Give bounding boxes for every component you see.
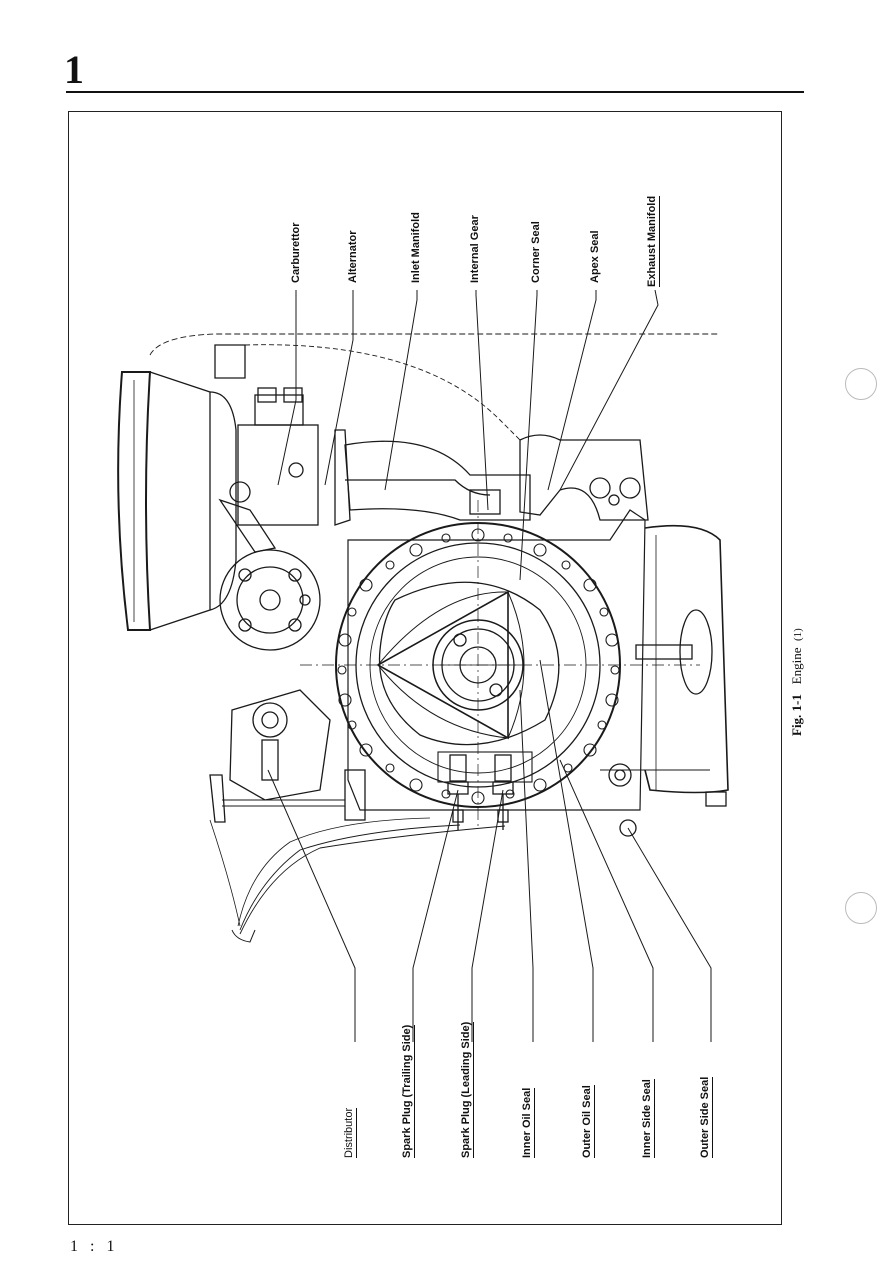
label-spark-plug-trailing: Spark Plug (Trailing Side) bbox=[401, 1024, 415, 1158]
figure-subtitle: (1) bbox=[792, 628, 804, 642]
punch-hole-upper bbox=[845, 368, 877, 400]
label-internal-gear: Internal Gear bbox=[469, 215, 481, 283]
label-outer-side-seal: Outer Side Seal bbox=[699, 1076, 713, 1158]
label-inner-side-seal: Inner Side Seal bbox=[641, 1079, 655, 1158]
label-inner-oil-seal: Inner Oil Seal bbox=[521, 1087, 535, 1158]
label-inlet-manifold: Inlet Manifold bbox=[410, 212, 422, 283]
label-exhaust-manifold: Exhaust Manifold bbox=[646, 195, 660, 287]
label-alternator: Alternator bbox=[347, 230, 359, 283]
label-carburettor: Carburettor bbox=[290, 222, 302, 283]
figure-caption: Fig. 1-1 Engine (1) bbox=[789, 628, 805, 736]
label-spark-plug-leading: Spark Plug (Leading Side) bbox=[460, 1021, 474, 1158]
figure-number: Fig. 1-1 bbox=[789, 694, 804, 736]
label-corner-seal: Corner Seal bbox=[530, 221, 542, 283]
punch-hole-lower bbox=[845, 892, 877, 924]
label-distributor: Distributor bbox=[343, 1107, 357, 1158]
header-rule bbox=[66, 91, 804, 93]
chapter-number: 1 bbox=[64, 47, 84, 92]
label-apex-seal: Apex Seal bbox=[589, 230, 601, 283]
label-outer-oil-seal: Outer Oil Seal bbox=[581, 1085, 595, 1158]
figure-title: Engine bbox=[789, 647, 804, 685]
page-number: 1 : 1 bbox=[70, 1238, 119, 1255]
figure-frame bbox=[68, 111, 782, 1225]
